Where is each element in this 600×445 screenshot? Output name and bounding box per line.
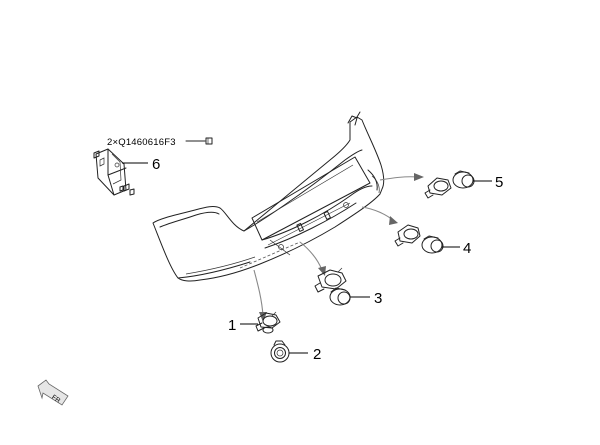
rear-bumper xyxy=(152,111,385,282)
sensor-bracket-5 xyxy=(424,177,452,199)
leader-lines xyxy=(122,162,492,354)
part-number-label: 2×Q1460616F3 xyxy=(107,137,176,148)
sensor-3 xyxy=(329,287,351,306)
sensor-bracket-3 xyxy=(314,267,347,293)
assembly-arrows xyxy=(253,173,424,322)
callout-5: 5 xyxy=(495,174,503,191)
sensor-4 xyxy=(421,235,444,254)
sensor-bracket-4 xyxy=(394,224,421,247)
callout-4: 4 xyxy=(463,240,471,257)
callout-1: 1 xyxy=(228,317,236,334)
sensor-bracket-1 xyxy=(255,311,281,334)
callout-2: 2 xyxy=(313,346,321,363)
front-marker-label: FR xyxy=(50,394,61,405)
callout-3: 3 xyxy=(374,290,382,307)
bolt-icon xyxy=(185,137,213,145)
callout-6: 6 xyxy=(152,156,160,173)
sensor-5 xyxy=(452,170,475,189)
front-direction-marker: FR xyxy=(37,379,69,406)
control-unit-module xyxy=(93,148,135,196)
sensor-2 xyxy=(270,340,290,363)
